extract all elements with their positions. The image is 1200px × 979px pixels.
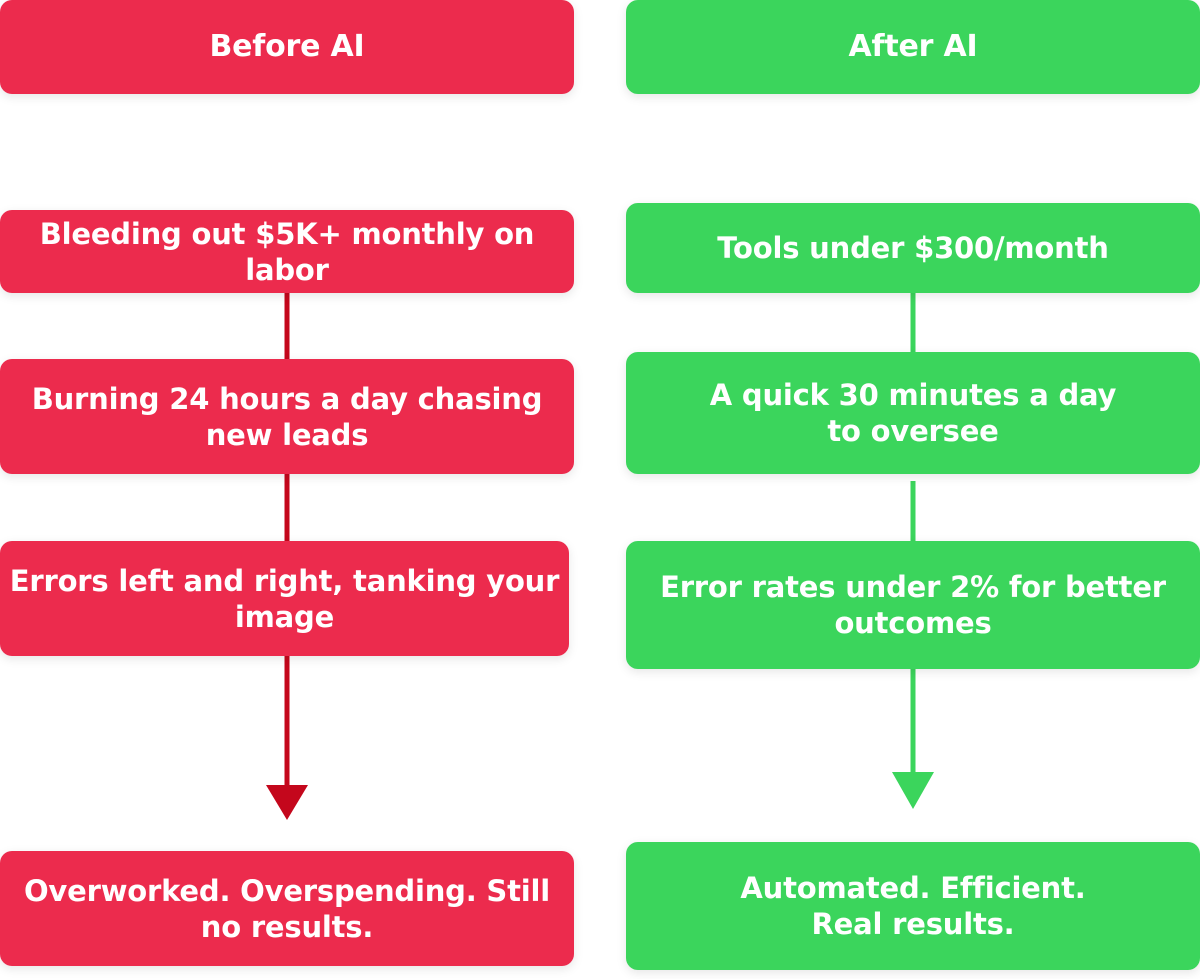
after-ai-header: After AI (626, 0, 1200, 94)
after-connectors (892, 293, 934, 809)
after-step-1: Tools under $300/month (626, 203, 1200, 293)
before-step-1: Bleeding out $5K+ monthly on labor (0, 210, 574, 293)
before-step-3: Errors left and right, tanking your imag… (0, 541, 569, 656)
after-step-2: A quick 30 minutes a day to oversee (626, 352, 1200, 474)
after-result: Automated. Efficient. Real results. (626, 842, 1200, 970)
before-step-2: Burning 24 hours a day chasing new leads (0, 359, 574, 474)
before-arrow-head (266, 785, 308, 820)
before-result: Overworked. Overspending. Still no resul… (0, 851, 574, 966)
before-ai-header: Before AI (0, 0, 574, 94)
after-arrow-head (892, 772, 934, 809)
after-step-3: Error rates under 2% for better outcomes (626, 541, 1200, 669)
before-connectors (266, 293, 308, 820)
